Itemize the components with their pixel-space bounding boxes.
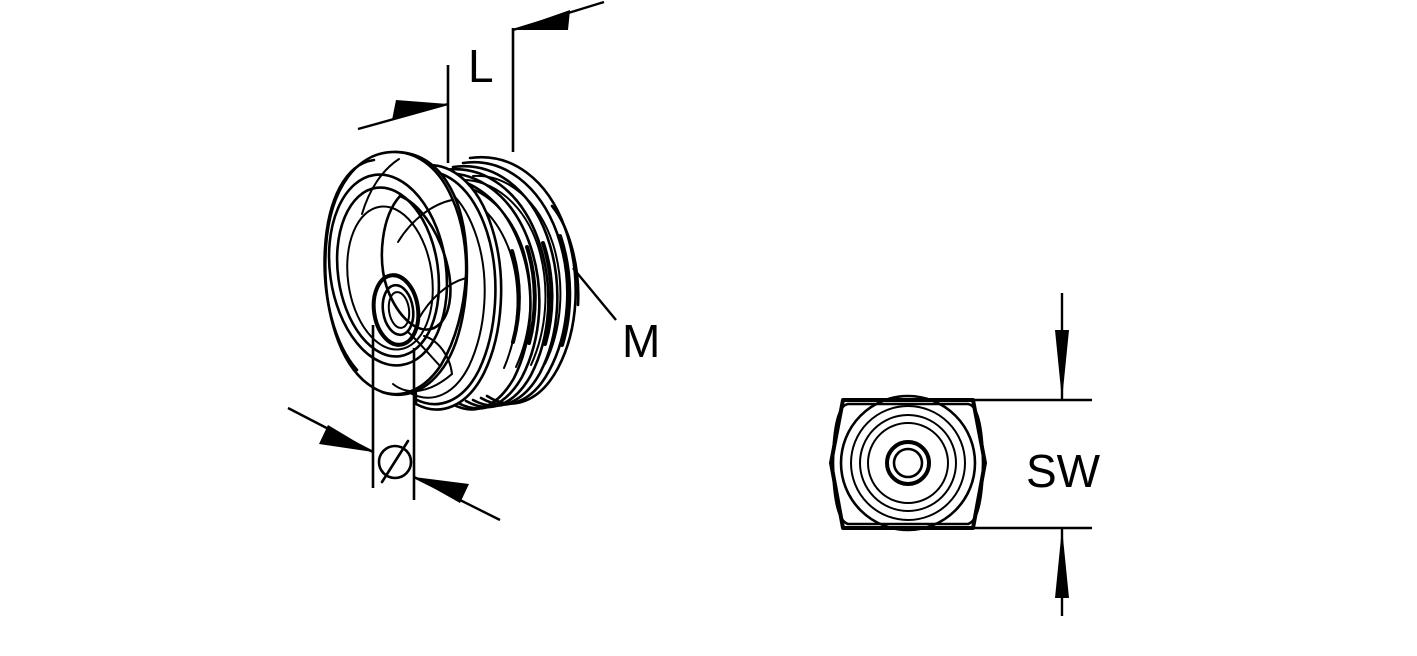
bore-hole bbox=[387, 291, 411, 329]
dim-L-arrowhead-left bbox=[392, 100, 448, 120]
label-M-group: M bbox=[572, 267, 660, 367]
thread-shadow-1 bbox=[558, 234, 572, 347]
bore-inner-ring bbox=[381, 283, 415, 337]
diameter-symbol-slash bbox=[380, 439, 410, 484]
hex-facet-line-4 bbox=[407, 331, 441, 367]
hex-edge-front-face bbox=[323, 158, 376, 372]
hex-panel-upper bbox=[380, 194, 452, 331]
hex-facet-line-1 bbox=[361, 158, 400, 215]
diameter-symbol-circle bbox=[377, 444, 413, 480]
label-M-text: M bbox=[622, 315, 660, 367]
thread-outline-back bbox=[468, 155, 577, 405]
front-circle-2 bbox=[850, 405, 966, 521]
dim-dia-arrowhead-left bbox=[319, 425, 373, 452]
thread-turn-1 bbox=[461, 160, 569, 406]
thread-root-1 bbox=[472, 174, 562, 365]
thread-end-chamfer bbox=[550, 204, 580, 307]
dim-SW-label: SW bbox=[1026, 445, 1101, 497]
thread-shadow-3 bbox=[525, 245, 537, 345]
dim-SW-arrowhead-top bbox=[1055, 330, 1069, 400]
thread-root-2 bbox=[457, 178, 547, 366]
dim-L-arrowhead-right bbox=[513, 10, 570, 30]
collar-edge-front bbox=[413, 170, 497, 406]
label-M-leader-line bbox=[572, 267, 617, 321]
thread-turn-3 bbox=[442, 167, 550, 409]
front-circle-4 bbox=[867, 422, 949, 504]
hex-facet-top bbox=[394, 150, 454, 200]
front-bore-inner bbox=[892, 447, 924, 479]
thread-shadow-2 bbox=[541, 241, 554, 346]
front-hex-outline-soft bbox=[831, 402, 985, 526]
head-ring-mid bbox=[346, 205, 434, 351]
dimension-SW-group: SW bbox=[958, 293, 1101, 616]
front-circle-3 bbox=[859, 414, 957, 512]
head-ring-outer-1 bbox=[327, 173, 449, 367]
hex-head-group bbox=[323, 150, 469, 397]
hex-panel-lower bbox=[392, 335, 453, 393]
front-circle-1 bbox=[839, 394, 977, 532]
dimension-diameter-group bbox=[287, 325, 501, 522]
hex-facet-upper-right bbox=[450, 196, 468, 278]
dim-dia-arrowhead-right bbox=[414, 477, 469, 503]
isometric-view-group bbox=[323, 150, 580, 411]
dimension-L-group: L bbox=[357, 0, 605, 163]
dim-L-label: L bbox=[468, 40, 494, 92]
thread-turns-group bbox=[425, 155, 580, 411]
hex-facet-lower-right bbox=[439, 274, 468, 367]
thread-turn-2 bbox=[451, 164, 559, 408]
front-bore-outer bbox=[885, 440, 931, 486]
dim-SW-arrowhead-bottom bbox=[1055, 528, 1069, 598]
bore-outer-ring bbox=[371, 273, 421, 347]
head-ring-outer-2 bbox=[335, 186, 441, 358]
thread-shadow-4 bbox=[510, 249, 521, 344]
